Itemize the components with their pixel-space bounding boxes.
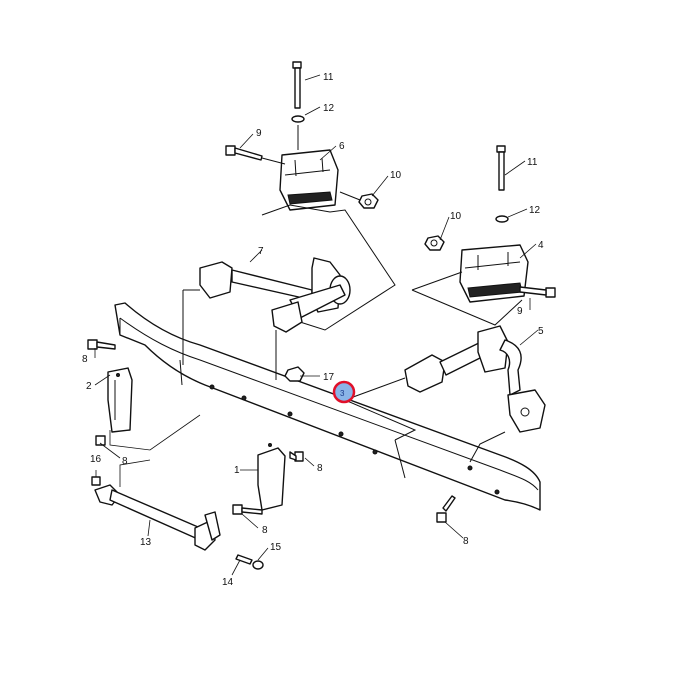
bolt-9-left xyxy=(225,145,263,161)
mount-left-outline xyxy=(261,204,396,331)
mount-right-outline xyxy=(411,271,523,326)
pin-14 xyxy=(235,554,253,565)
label-8-e: 8 xyxy=(463,536,469,547)
label-10-left: 10 xyxy=(390,170,402,181)
label-8-d: 8 xyxy=(122,456,128,467)
bracket2-guide xyxy=(109,414,201,451)
mount-bracket-left xyxy=(279,149,339,211)
label-12-right: 12 xyxy=(529,205,541,216)
label-11-left: 11 xyxy=(323,72,334,83)
arm5-guide xyxy=(344,377,506,463)
bolt-8-b xyxy=(289,451,304,462)
rod13-guide xyxy=(119,459,151,487)
mount-arm-7 xyxy=(199,257,351,333)
bolt-8-c xyxy=(232,504,263,515)
label-14: 14 xyxy=(222,577,234,588)
label-8-b: 8 xyxy=(317,463,323,474)
washer-12-right xyxy=(495,215,509,223)
label-9-right: 9 xyxy=(517,306,523,317)
bolt-11-right xyxy=(496,145,506,191)
label-5: 5 xyxy=(538,326,544,337)
label-6: 6 xyxy=(339,141,345,152)
washer-12-left xyxy=(291,115,305,123)
label-16: 16 xyxy=(90,454,102,465)
mount-bracket-right xyxy=(459,244,529,303)
label-8-a: 8 xyxy=(82,354,88,365)
bolt-16 xyxy=(91,476,101,486)
label-10-right: 10 xyxy=(450,211,462,222)
arm7-guide xyxy=(182,289,277,380)
label-9-left: 9 xyxy=(256,128,262,139)
part-3-highlight[interactable] xyxy=(332,380,356,404)
nut-10-left xyxy=(358,193,379,209)
mount-arm-5 xyxy=(404,325,546,433)
leader-lines xyxy=(94,74,539,576)
bolt-9-right xyxy=(519,286,556,298)
label-15: 15 xyxy=(270,542,282,553)
label-3[interactable]: 3 xyxy=(340,389,345,398)
mount-left-guide xyxy=(261,125,361,201)
label-11-right: 11 xyxy=(527,157,538,168)
bolt-8-e xyxy=(436,495,456,523)
label-7: 7 xyxy=(258,246,264,257)
bracket-1 xyxy=(257,443,286,511)
label-17: 17 xyxy=(323,372,335,383)
link-rod-13 xyxy=(94,484,221,551)
label-8-c: 8 xyxy=(262,525,268,536)
label-4: 4 xyxy=(538,240,544,251)
nut-17 xyxy=(284,366,305,382)
bolt-11-left xyxy=(292,61,302,109)
label-13: 13 xyxy=(140,537,152,548)
clip-15 xyxy=(252,560,264,570)
crossmember-beam xyxy=(114,302,541,511)
bracket-2 xyxy=(107,367,133,433)
label-12-left: 12 xyxy=(323,103,335,114)
nut-10-right xyxy=(424,235,445,251)
bolt-8-a xyxy=(87,339,116,350)
label-2: 2 xyxy=(86,381,92,392)
label-1: 1 xyxy=(234,465,240,476)
bolt-8-d xyxy=(95,435,106,446)
